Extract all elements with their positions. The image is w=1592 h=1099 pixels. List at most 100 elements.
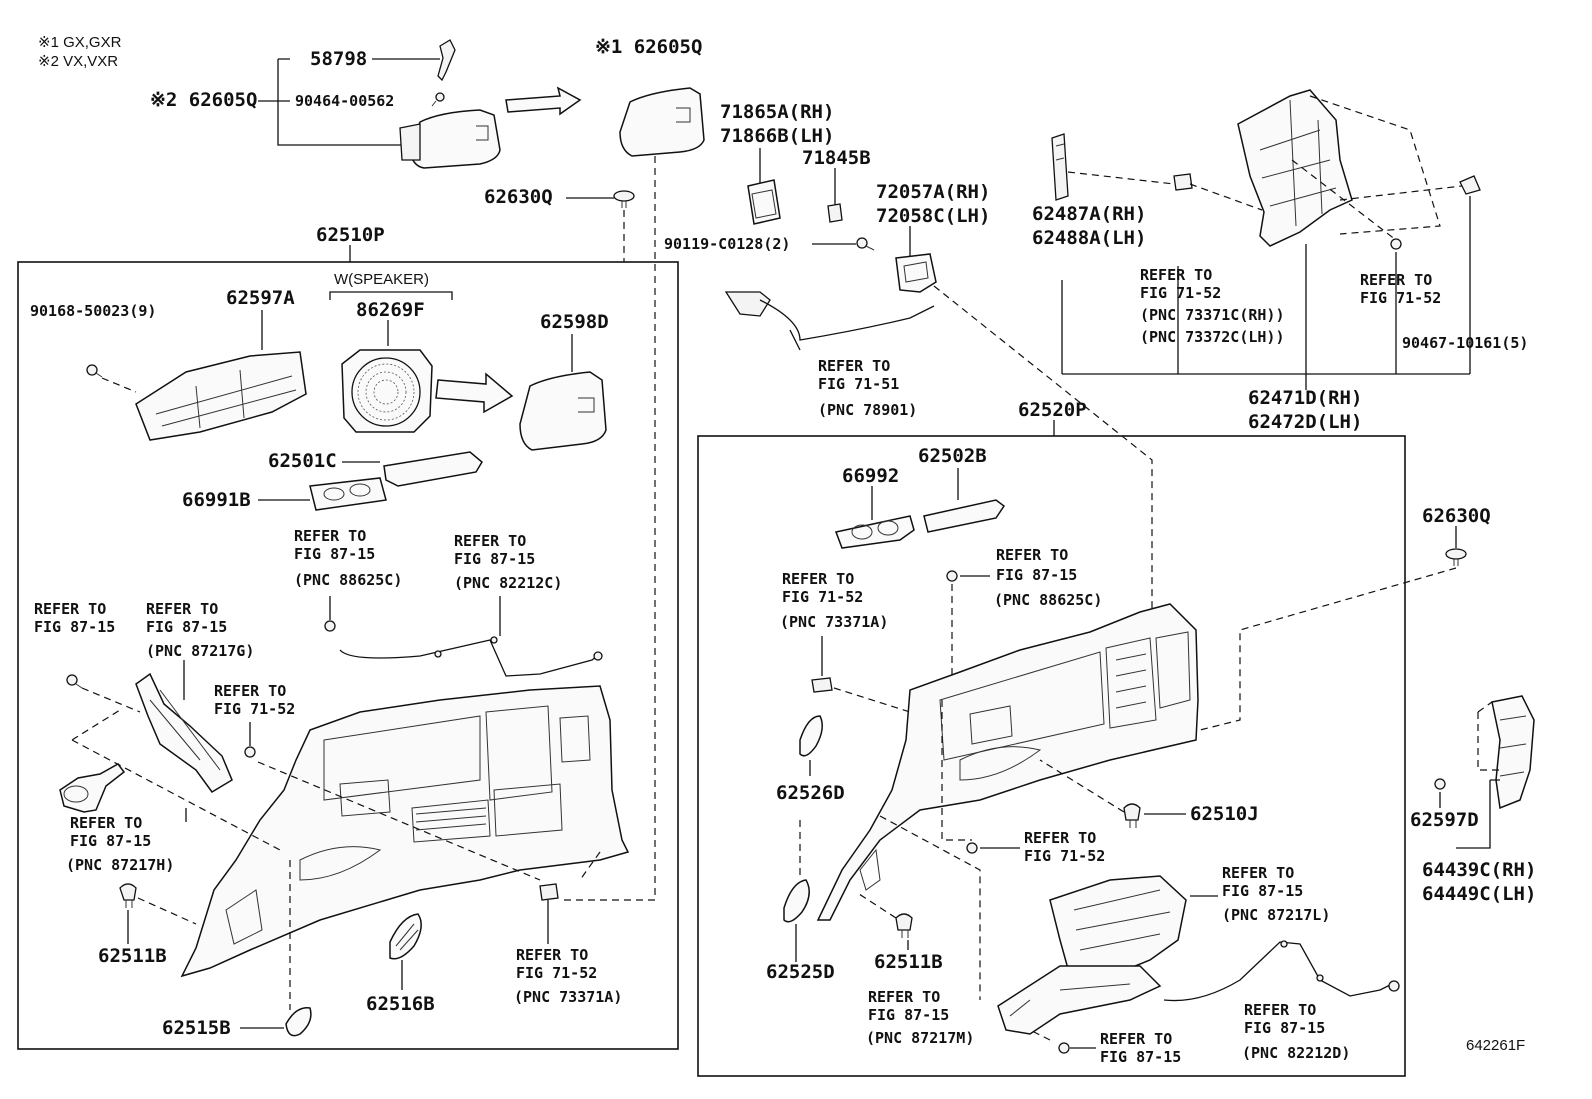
ref-87217m-line1: REFER TO (868, 988, 940, 1006)
label-62525d: 62525D (766, 961, 835, 983)
ref-87217m-line2: FIG 87-15 (868, 1006, 949, 1024)
ref-7152-tr-line2: FIG 71-52 (1360, 289, 1441, 307)
part-71865a-bracket (747, 179, 781, 225)
part-62501c-trim (383, 451, 483, 487)
arrow-right-2 (435, 372, 514, 414)
part-87217h-duct (59, 763, 126, 813)
ref-87217l-line1: REFER TO (1222, 864, 1294, 882)
ref-8715-left-line1: REFER TO (34, 600, 106, 618)
ref-73371c-line4: (PNC 73372C(LH)) (1140, 328, 1285, 346)
label-90168-50023: 90168-50023(9) (30, 302, 156, 320)
ref-7152-tr-line1: REFER TO (1360, 271, 1432, 289)
dash-73371a-right (833, 687, 911, 713)
ref-87217m-line3: (PNC 87217M) (866, 1029, 974, 1047)
ref-88625c-right-line1: REFER TO (996, 546, 1068, 564)
ref-87217g-line1: REFER TO (146, 600, 218, 618)
part-7152-nut-left (244, 746, 256, 758)
part-90464-screw (431, 92, 445, 107)
label-62598d: 62598D (540, 311, 609, 333)
leaders-62597d-64439c (1439, 779, 1500, 849)
ref-82212d-line3: (PNC 82212D) (1242, 1044, 1350, 1062)
label-72058c: 72058C(LH) (876, 205, 990, 227)
ref-87217l-line2: FIG 87-15 (1222, 882, 1303, 900)
part-62525d-vent (783, 879, 810, 923)
label-62597d: 62597D (1410, 809, 1479, 831)
ref-78901-line2: FIG 71-51 (818, 375, 899, 393)
part-62526d-vent (799, 715, 823, 757)
part-88625c-wire-left (324, 620, 603, 677)
ref-88625c-left-line2: FIG 87-15 (294, 545, 375, 563)
label-71866b: 71866B(LH) (720, 125, 834, 147)
leaders-wires-left (329, 596, 501, 636)
part-62502b-trim (923, 499, 1006, 533)
ref-7152-left-line2: FIG 71-52 (214, 700, 295, 718)
part-62598d-cover (519, 371, 607, 451)
dash-62630q-right (1199, 567, 1457, 731)
part-82212d-wire (1163, 940, 1400, 1002)
dash-64439c (1477, 701, 1500, 771)
ref-78901-line1: REFER TO (818, 357, 890, 375)
part-62511b-clip-left (119, 883, 137, 908)
ref-87217h-line2: FIG 87-15 (70, 832, 151, 850)
label-62472d: 62472D(LH) (1248, 411, 1362, 433)
label-64439c: 64439C(RH) (1422, 859, 1536, 881)
dash-8715-left (81, 687, 141, 713)
part-8715-bolt-right (1058, 1042, 1070, 1054)
label-62510j: 62510J (1190, 803, 1259, 825)
ref-8715-right-line2: FIG 87-15 (1100, 1048, 1181, 1066)
label-86269f: 86269F (356, 299, 425, 321)
label-72057a: 72057A(RH) (876, 181, 990, 203)
leaders-top-right (1177, 196, 1471, 390)
label-66991b: 66991B (182, 489, 251, 511)
dash-87217m (879, 815, 981, 1000)
label-62501c: 62501C (268, 450, 337, 472)
dash-90168 (101, 377, 137, 393)
label-71845b: 71845B (802, 147, 871, 169)
part-73371a-clip-left (539, 883, 559, 901)
label-62520p: 62520P (1018, 399, 1087, 421)
dash-7152-right (941, 700, 972, 841)
ref-73371c-line2: FIG 71-52 (1140, 284, 1221, 302)
part-87217g-duct (135, 672, 233, 793)
part-62516b-vent (389, 913, 422, 960)
ref-87217g-line3: (PNC 87217G) (146, 642, 254, 660)
ref-73371a-right-line2: FIG 71-52 (782, 588, 863, 606)
ref-82212d-line1: REFER TO (1244, 1001, 1316, 1019)
ref-73371a-left-line1: REFER TO (516, 946, 588, 964)
left-assembly-frame (17, 261, 679, 1050)
ref-73371c-line1: REFER TO (1140, 266, 1212, 284)
ref-7152-right-line2: FIG 71-52 (1024, 847, 1105, 865)
note-grade-1: ※1 GX,GXR (38, 34, 122, 51)
ref-73371a-left-line3: (PNC 73371A) (514, 988, 622, 1006)
label-62511b-right: 62511B (874, 951, 943, 973)
part-88625c-clip-right (946, 570, 958, 582)
label-62502b: 62502B (918, 445, 987, 467)
label-62487a: 62487A(RH) (1032, 203, 1146, 225)
part-62515b-vent (285, 1007, 312, 1037)
ref-82212d-line2: FIG 87-15 (1244, 1019, 1325, 1037)
part-66992-cupholder (834, 515, 915, 549)
note-grade-2: ※2 VX,VXR (38, 53, 118, 70)
ref-8715-right-line1: REFER TO (1100, 1030, 1172, 1048)
part-62511b-clip-right (895, 913, 913, 938)
part-66991b-cupholder (309, 477, 387, 511)
label-62526d: 62526D (776, 782, 845, 804)
ref-7152-right-line1: REFER TO (1024, 829, 1096, 847)
ref-73371a-right-line1: REFER TO (782, 570, 854, 588)
ref-73371a-left-line2: FIG 71-52 (516, 964, 597, 982)
ref-88625c-left-line1: REFER TO (294, 527, 366, 545)
arrow-right-1 (505, 86, 582, 116)
part-62471d-nut (1390, 238, 1402, 250)
part-73371a-clip-right (811, 677, 833, 693)
ref-8715-left-line2: FIG 87-15 (34, 618, 115, 636)
label-90464-00562: 90464-00562 (295, 92, 394, 110)
dash-lock-link (933, 285, 1153, 630)
ref-87217h-line1: REFER TO (70, 814, 142, 832)
part-73371c-clip (1173, 173, 1193, 191)
ref-82212c-line3: (PNC 82212C) (454, 574, 562, 592)
part-62520p-panel (816, 603, 1199, 921)
label-62511b-left: 62511B (98, 945, 167, 967)
dash-62511b-right (855, 891, 897, 919)
part-62510j-clip (1123, 803, 1141, 828)
label-62630q-top: 62630Q (484, 186, 553, 208)
